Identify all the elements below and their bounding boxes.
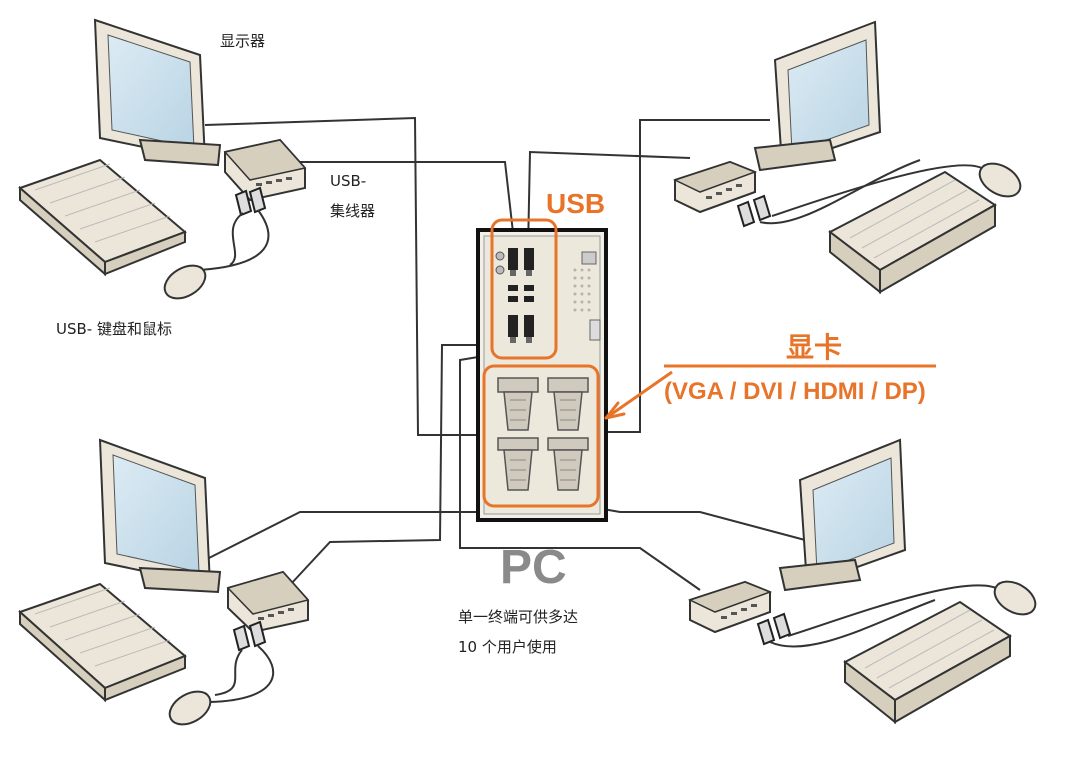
usb-plugs-br bbox=[756, 612, 792, 646]
mouse-tr bbox=[978, 162, 1022, 198]
pc-tower bbox=[476, 228, 608, 522]
workstation-top-right bbox=[672, 20, 1022, 295]
monitor-bl bbox=[98, 438, 222, 594]
usb-plugs-bl bbox=[232, 620, 267, 652]
keyboard-br bbox=[843, 600, 1012, 725]
graphics-card-label: 显卡 bbox=[786, 331, 843, 364]
usb-hub-bl bbox=[226, 570, 310, 634]
monitor-label: 显示器 bbox=[220, 32, 266, 50]
keyboard-tr bbox=[828, 170, 997, 295]
mouse-bl bbox=[168, 690, 212, 726]
usb-highlight-box bbox=[490, 218, 558, 360]
workstation-bottom-left bbox=[18, 438, 310, 726]
cable-tr-hub bbox=[527, 150, 691, 251]
cable-bl-hub bbox=[289, 344, 512, 586]
keyboard-tl bbox=[18, 158, 187, 277]
usb-hub-label-line2: 集线器 bbox=[330, 202, 376, 220]
usb-plugs-tr bbox=[736, 194, 772, 228]
usb-hub-br bbox=[687, 580, 773, 634]
usb-hub-tr bbox=[672, 160, 758, 214]
graphics-ports-label: (VGA / DVI / HDMI / DP) bbox=[664, 378, 926, 405]
pc-label: PC bbox=[500, 541, 567, 594]
workstation-top-left bbox=[18, 18, 307, 300]
caption-line2: 10 个用户使用 bbox=[458, 638, 557, 656]
mouse-br bbox=[993, 580, 1037, 616]
graphics-arrow bbox=[604, 370, 673, 420]
monitor-tl bbox=[93, 18, 222, 167]
caption-line1: 单一终端可供多达 bbox=[458, 608, 579, 626]
usb-keyboard-mouse-label: USB- 键盘和鼠标 bbox=[56, 320, 172, 338]
keyboard-bl bbox=[18, 582, 187, 703]
usb-hub-label-line1: USB- bbox=[330, 172, 367, 190]
monitor-tr bbox=[753, 20, 882, 172]
cables bbox=[204, 116, 806, 591]
graphics-highlight-box bbox=[482, 364, 600, 508]
usb-hub-tl bbox=[223, 138, 307, 202]
usb-ports-label: USB bbox=[546, 188, 606, 219]
cable-br-monitor bbox=[579, 504, 806, 541]
mouse-tl bbox=[163, 264, 207, 300]
workstation-bottom-right bbox=[687, 438, 1037, 725]
monitor-br bbox=[778, 438, 907, 592]
usb-plugs-tl bbox=[234, 186, 267, 217]
cable-bl-monitor bbox=[204, 504, 516, 561]
